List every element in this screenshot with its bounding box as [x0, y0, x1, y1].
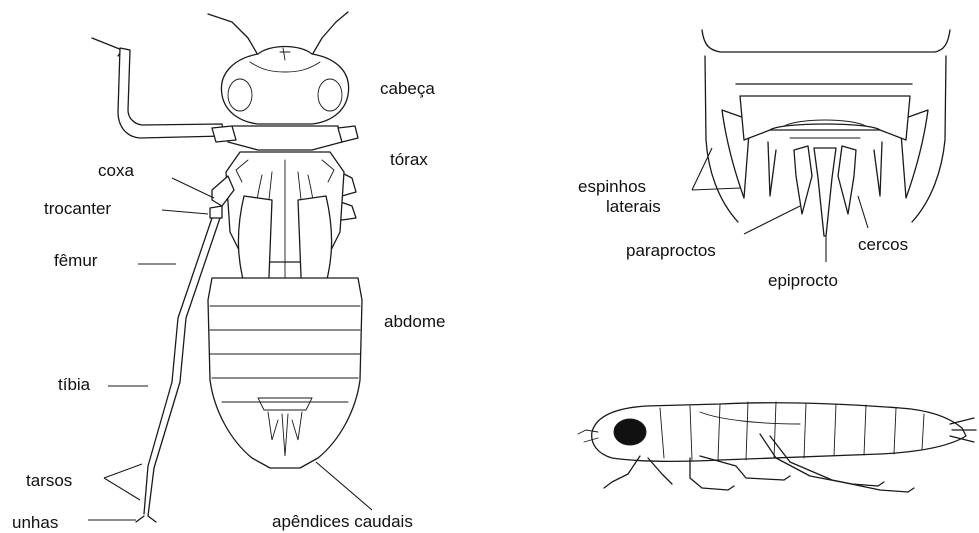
leader-tarsos: [104, 464, 142, 500]
leader-cercos: [858, 196, 868, 228]
cercus-left: [768, 142, 776, 196]
cercus-right: [874, 142, 882, 196]
leader-paraproctos: [744, 206, 800, 234]
compound-eye: [614, 419, 646, 445]
claws: [136, 516, 156, 522]
prothorax: [228, 126, 342, 150]
label-apendices-caudais: apêndices caudais: [272, 512, 413, 531]
leg-tarsus-start: [92, 38, 122, 56]
label-tarsos: tarsos: [26, 471, 72, 490]
label-espinhos: espinhos: [578, 177, 646, 196]
leader-apendices: [316, 462, 372, 510]
label-torax: tórax: [390, 150, 428, 169]
caudal-detail-view: [692, 30, 950, 262]
epiproct: [814, 148, 836, 236]
label-paraproctos: paraproctos: [626, 241, 716, 260]
label-femur: fêmur: [54, 251, 98, 270]
label-coxa: coxa: [98, 161, 134, 180]
label-cercos: cercos: [858, 235, 908, 254]
tibia-segment: [148, 382, 180, 468]
leg-upper-segment: [118, 48, 224, 138]
label-unhas: unhas: [12, 513, 58, 532]
nymph-dorsal-view: [88, 12, 372, 522]
label-abdome: abdome: [384, 312, 445, 331]
label-laterais: laterais: [606, 197, 661, 216]
segment-outline: [702, 30, 950, 52]
tarsus-segment: [144, 466, 154, 516]
paraproct-left: [794, 146, 812, 214]
label-trocanter: trocanter: [44, 199, 111, 218]
nymph-lateral-view: [578, 402, 976, 492]
label-cabeca: cabeça: [380, 79, 435, 98]
label-tibia: tíbia: [58, 375, 91, 394]
leader-coxa: [172, 178, 214, 198]
abdomen: [208, 278, 362, 468]
paraproct-right: [838, 146, 856, 214]
label-epiprocto: epiprocto: [768, 271, 838, 290]
lateral-body: [592, 403, 966, 462]
leader-trocanter: [162, 210, 208, 214]
